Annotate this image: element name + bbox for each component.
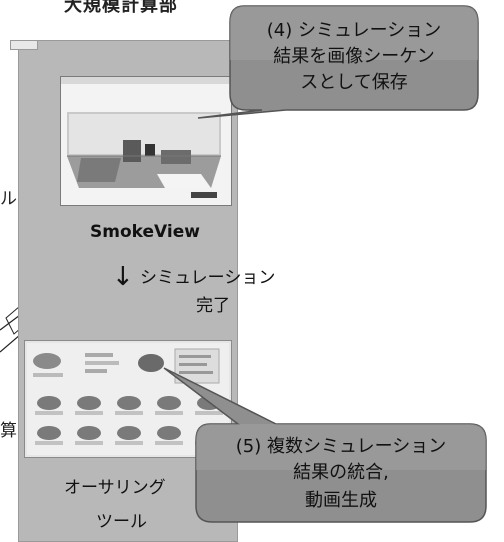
smokeview-screenshot <box>60 76 232 206</box>
authoring-tool-render <box>27 343 229 455</box>
callout-4-line3: スとして保存 <box>300 72 408 93</box>
callout-5-line1: (5) 複数シミュレーション <box>235 436 447 457</box>
down-arrow-icon: ↓ <box>112 262 134 292</box>
authoring-tool-label-line2: ツール <box>96 512 147 532</box>
left-edge-fragment-upper: ル <box>0 189 17 209</box>
callout-5-line3: 動画生成 <box>305 490 377 511</box>
column-tab <box>10 40 38 50</box>
header-fragment: 大規模計算部 <box>64 0 178 16</box>
authoring-tool-screenshot <box>24 340 232 458</box>
smokeview-titlebar <box>61 77 231 84</box>
callout-4-line2: 結果を画像シーケン <box>273 46 435 67</box>
smokeview-label: SmokeView <box>90 222 200 242</box>
smokeview-logo <box>191 192 217 198</box>
callout-5-line2: 結果の統合, <box>293 462 389 483</box>
simulation-complete-line2: 完了 <box>196 296 230 316</box>
simulation-complete-line1: シミュレーション <box>140 268 276 288</box>
left-edge-fragment-lower: 算 <box>0 421 17 441</box>
authoring-tool-label-line1: オーサリング <box>64 478 166 498</box>
smokeview-render <box>67 112 221 198</box>
callout-4-line1: (4) シミュレーション <box>266 20 442 41</box>
